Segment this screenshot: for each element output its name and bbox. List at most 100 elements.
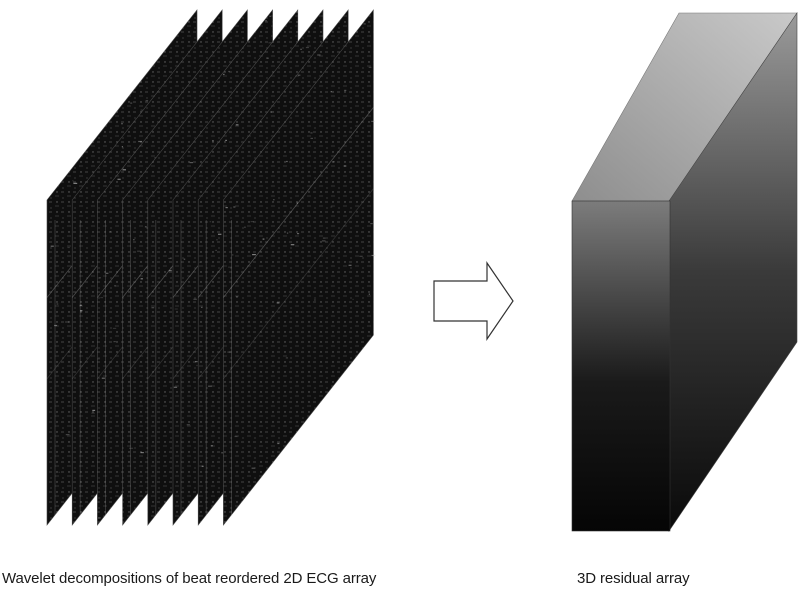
wavelet-speckle (225, 207, 228, 209)
wavelet-speckle (101, 377, 105, 379)
wavelet-speckle (186, 424, 190, 426)
wavelet-speckle (98, 517, 101, 519)
wavelet-speckle (371, 120, 375, 122)
wavelet-speckle (65, 321, 69, 323)
wavelet-speckle (236, 296, 238, 298)
wavelet-speckle (58, 471, 60, 473)
wavelet-speckle (310, 137, 313, 139)
wavelet-speckle (121, 123, 123, 125)
wavelet-speckle (363, 23, 366, 25)
wavelet-speckle (121, 146, 123, 148)
wavelet-speckle (359, 255, 363, 257)
wavelet-speckle (140, 278, 143, 280)
residual-cube (571, 12, 798, 532)
wavelet-speckle (183, 258, 186, 260)
wavelet-speckle (168, 269, 172, 272)
subband-boundary (223, 107, 374, 298)
wavelet-speckle (235, 124, 239, 126)
wavelet-speckle (50, 245, 54, 247)
wavelet-speckle (72, 180, 74, 182)
wavelet-speckle (199, 261, 201, 263)
wavelet-speckle (109, 231, 112, 233)
wavelet-speckle (114, 285, 116, 287)
wavelet-speckle (285, 357, 288, 359)
wavelet-speckle (228, 266, 232, 268)
wavelet-speckle (91, 412, 95, 414)
wavelet-speckle (140, 452, 144, 454)
wavelet-speckle (317, 54, 321, 56)
wavelet-speckle (195, 78, 197, 80)
wavelet-speckle (140, 109, 143, 111)
wavelet-speckle (286, 160, 288, 163)
wavelet-speckle (173, 386, 178, 388)
wavelet-speckle (227, 351, 231, 353)
wavelet-speckle (105, 272, 109, 274)
wavelet-speckle (100, 297, 104, 299)
wavelet-speckle (297, 233, 300, 235)
wavelet-speckle (286, 232, 289, 234)
wavelet-slice-stack (46, 9, 376, 526)
wavelet-speckle (276, 302, 280, 304)
wavelet-speckle (268, 42, 272, 44)
wavelet-speckle (137, 250, 141, 252)
wavelet-speckle (250, 221, 254, 223)
wavelet-speckle (368, 293, 370, 295)
right-caption: 3D residual array (577, 570, 690, 587)
wavelet-speckle (129, 447, 134, 449)
wavelet-speckle (73, 182, 78, 184)
wavelet-speckle (314, 299, 316, 301)
wavelet-speckle (201, 465, 204, 467)
wavelet-speckle (273, 199, 275, 201)
wavelet-speckle (244, 226, 246, 228)
wavelet-speckle (215, 249, 217, 251)
wavelet-speckle (269, 15, 271, 17)
wavelet-speckle (266, 57, 269, 59)
wavelet-speckle (195, 361, 198, 363)
wavelet-speckle (99, 277, 101, 279)
wavelet-speckle (370, 223, 373, 225)
wavelet-speckle (322, 237, 326, 239)
wavelet-speckle (65, 434, 70, 436)
left-caption: Wavelet decompositions of beat reordered… (2, 570, 377, 587)
wavelet-speckle (298, 74, 301, 76)
wavelet-speckle (122, 169, 126, 171)
wavelet-speckle (151, 307, 155, 309)
wavelet-speckle (145, 100, 149, 102)
wavelet-speckle (330, 91, 332, 93)
wavelet-speckle (270, 111, 272, 113)
wavelet-speckle (92, 409, 96, 411)
wavelet-speckle (209, 221, 212, 223)
wavelet-speckle (305, 46, 309, 49)
wavelet-speckle (133, 239, 135, 241)
wavelet-speckle (56, 303, 59, 305)
wavelet-speckle (80, 310, 83, 312)
wavelet-speckle (193, 298, 197, 300)
wavelet-speckle (348, 264, 352, 266)
wavelet-speckle (201, 306, 203, 308)
wavelet-speckle (221, 452, 224, 454)
wavelet-speckle (344, 89, 347, 91)
wavelet-speckle (290, 244, 295, 246)
wavelet-speckle (310, 132, 313, 134)
wavelet-speckle (232, 254, 234, 256)
wavelet-speckle (130, 102, 133, 104)
wavelet-speckle (371, 254, 376, 257)
wavelet-speckle (251, 467, 255, 469)
wavelet-speckle (212, 140, 214, 142)
wavelet-speckle (352, 298, 354, 300)
wavelet-speckle (79, 304, 82, 306)
wavelet-speckle (216, 239, 218, 241)
wavelet-speckle (368, 66, 372, 68)
wavelet-speckle (67, 246, 70, 249)
wavelet-speckle (138, 140, 143, 143)
wavelet-speckle (168, 257, 172, 259)
wavelet-speckle (112, 327, 117, 329)
wavelet-speckle (265, 20, 267, 22)
wavelet-speckle (117, 178, 121, 180)
right-arrow-icon (433, 261, 514, 341)
wavelet-speckle (252, 254, 256, 256)
cube-front-face (571, 200, 671, 532)
wavelet-speckle (262, 238, 265, 240)
wavelet-speckle (210, 445, 213, 447)
